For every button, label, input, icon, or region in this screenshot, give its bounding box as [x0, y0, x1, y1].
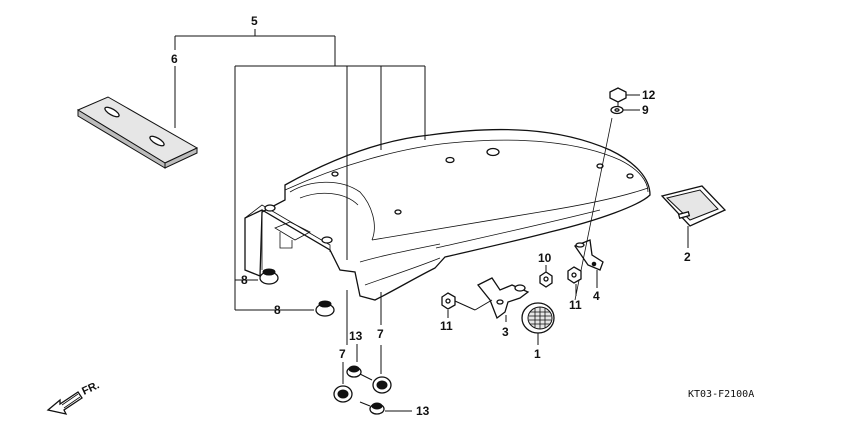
- washer-part-9: [610, 105, 624, 115]
- callout-6: 6: [171, 52, 178, 66]
- callout-8-upper: 8: [241, 273, 248, 287]
- nut-part-11-left: [441, 292, 456, 310]
- callout-4: 4: [593, 289, 600, 303]
- pad-plate-part-6: [76, 96, 199, 169]
- callout-7-left: 7: [339, 347, 346, 361]
- reflector-part-2: [660, 185, 727, 227]
- rear-fender: [244, 128, 651, 301]
- callout-5: 5: [251, 14, 258, 28]
- leader-lines: [174, 29, 689, 412]
- license-bracket-part-3: [476, 277, 530, 320]
- callout-3: 3: [502, 325, 509, 339]
- bolt-part-12: [609, 87, 627, 108]
- bolt-part-13-lower: [359, 401, 385, 415]
- callout-12: 12: [642, 88, 656, 102]
- callout-11-left: 11: [440, 319, 453, 333]
- callout-13-upper: 13: [349, 329, 363, 343]
- callout-2: 2: [684, 250, 691, 264]
- nut-part-10: [539, 271, 553, 288]
- callout-9: 9: [642, 103, 649, 117]
- callout-labels: 1 2 3 4 5 6 7 7 7 8 8 9 10 11 11 12 13 1…: [171, 14, 691, 418]
- callout-13-lower: 13: [416, 404, 430, 418]
- grommet-part-8-upper: [259, 268, 279, 285]
- washer-part-7-lower-left: [333, 385, 353, 403]
- front-direction-arrow-icon: FR.: [46, 379, 101, 415]
- diagram-code: KT03-F2100A: [688, 389, 754, 400]
- washer-part-7-right: [372, 376, 392, 394]
- callout-10: 10: [538, 251, 552, 265]
- bracket-part-4: [574, 239, 604, 271]
- round-reflector-part-1: [521, 302, 555, 334]
- callout-7-right: 7: [377, 327, 384, 341]
- callout-8-lower: 8: [274, 303, 281, 317]
- nut-part-11-right: [567, 266, 582, 284]
- callout-1: 1: [534, 347, 541, 361]
- bolt-part-13-upper: [346, 365, 373, 381]
- callout-11-right: 11: [569, 298, 582, 312]
- front-direction-label: FR.: [80, 379, 101, 397]
- grommet-part-8-lower: [315, 300, 335, 317]
